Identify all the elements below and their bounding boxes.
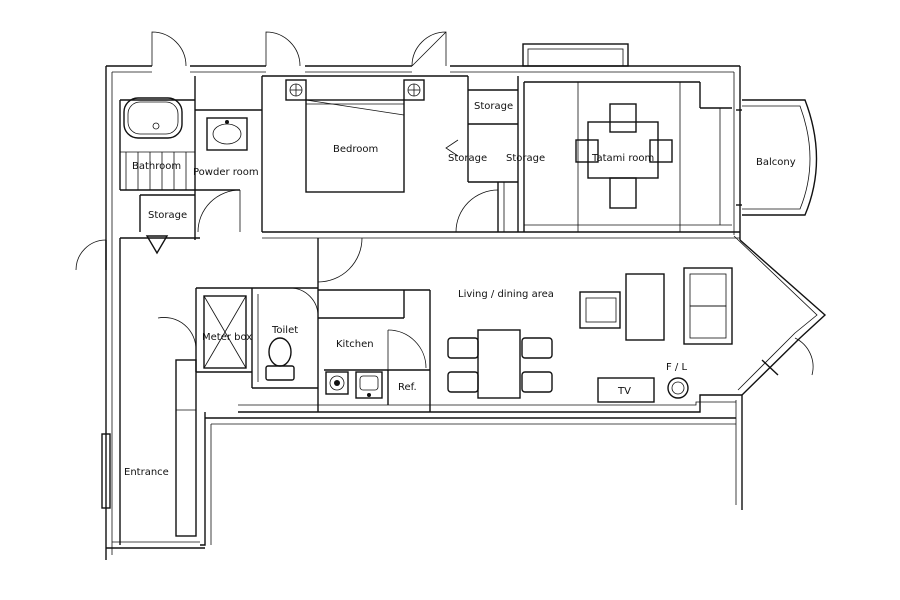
living-dining-area xyxy=(447,267,814,403)
tatami-area xyxy=(523,81,732,232)
toilet-meter-area xyxy=(195,287,319,389)
label-tv: TV xyxy=(617,386,631,397)
label-refrigerator: Ref. xyxy=(398,382,417,393)
bathtub-icon xyxy=(123,97,183,139)
label-kitchen: Kitchen xyxy=(336,339,374,350)
kitchen-sink-icon xyxy=(355,371,383,399)
exterior-walls xyxy=(105,65,827,560)
tv-icon xyxy=(597,377,655,403)
label-storage-right: Storage xyxy=(506,153,545,164)
dining-table-icon xyxy=(477,329,521,399)
floor-lamp-icon xyxy=(667,377,689,399)
sofa-icon xyxy=(683,267,733,345)
label-entrance: Entrance xyxy=(124,467,169,478)
label-tatami-room: Tatami room xyxy=(591,153,654,164)
label-bedroom: Bedroom xyxy=(333,144,378,155)
balcony-area xyxy=(736,99,818,216)
toilet-icon xyxy=(268,337,292,367)
label-balcony: Balcony xyxy=(756,157,796,168)
label-fl: F / L xyxy=(666,362,687,373)
top-doors xyxy=(151,31,447,67)
label-storage-top: Storage xyxy=(474,101,513,112)
label-powder-room: Powder room xyxy=(193,167,259,178)
label-living-dining: Living / dining area xyxy=(458,289,554,300)
stove-icon xyxy=(325,371,349,395)
label-bathroom: Bathroom xyxy=(132,161,181,172)
label-toilet: Toilet xyxy=(271,325,298,336)
entrance-area xyxy=(75,237,200,545)
armchair-icon xyxy=(579,291,621,329)
sink-icon xyxy=(206,117,248,151)
kitchen-area xyxy=(317,238,431,412)
bathroom-area xyxy=(119,76,263,255)
label-storage-bath: Storage xyxy=(148,210,187,221)
tatami-window xyxy=(522,43,629,67)
bedroom-area xyxy=(262,75,740,283)
label-meter-box: Meter box xyxy=(202,332,252,343)
storage-closets xyxy=(445,76,519,232)
coffee-table-icon xyxy=(625,273,665,341)
room-labels: Bathroom Powder room Storage Bedroom Sto… xyxy=(124,101,796,478)
label-storage-left: Storage xyxy=(448,153,487,164)
